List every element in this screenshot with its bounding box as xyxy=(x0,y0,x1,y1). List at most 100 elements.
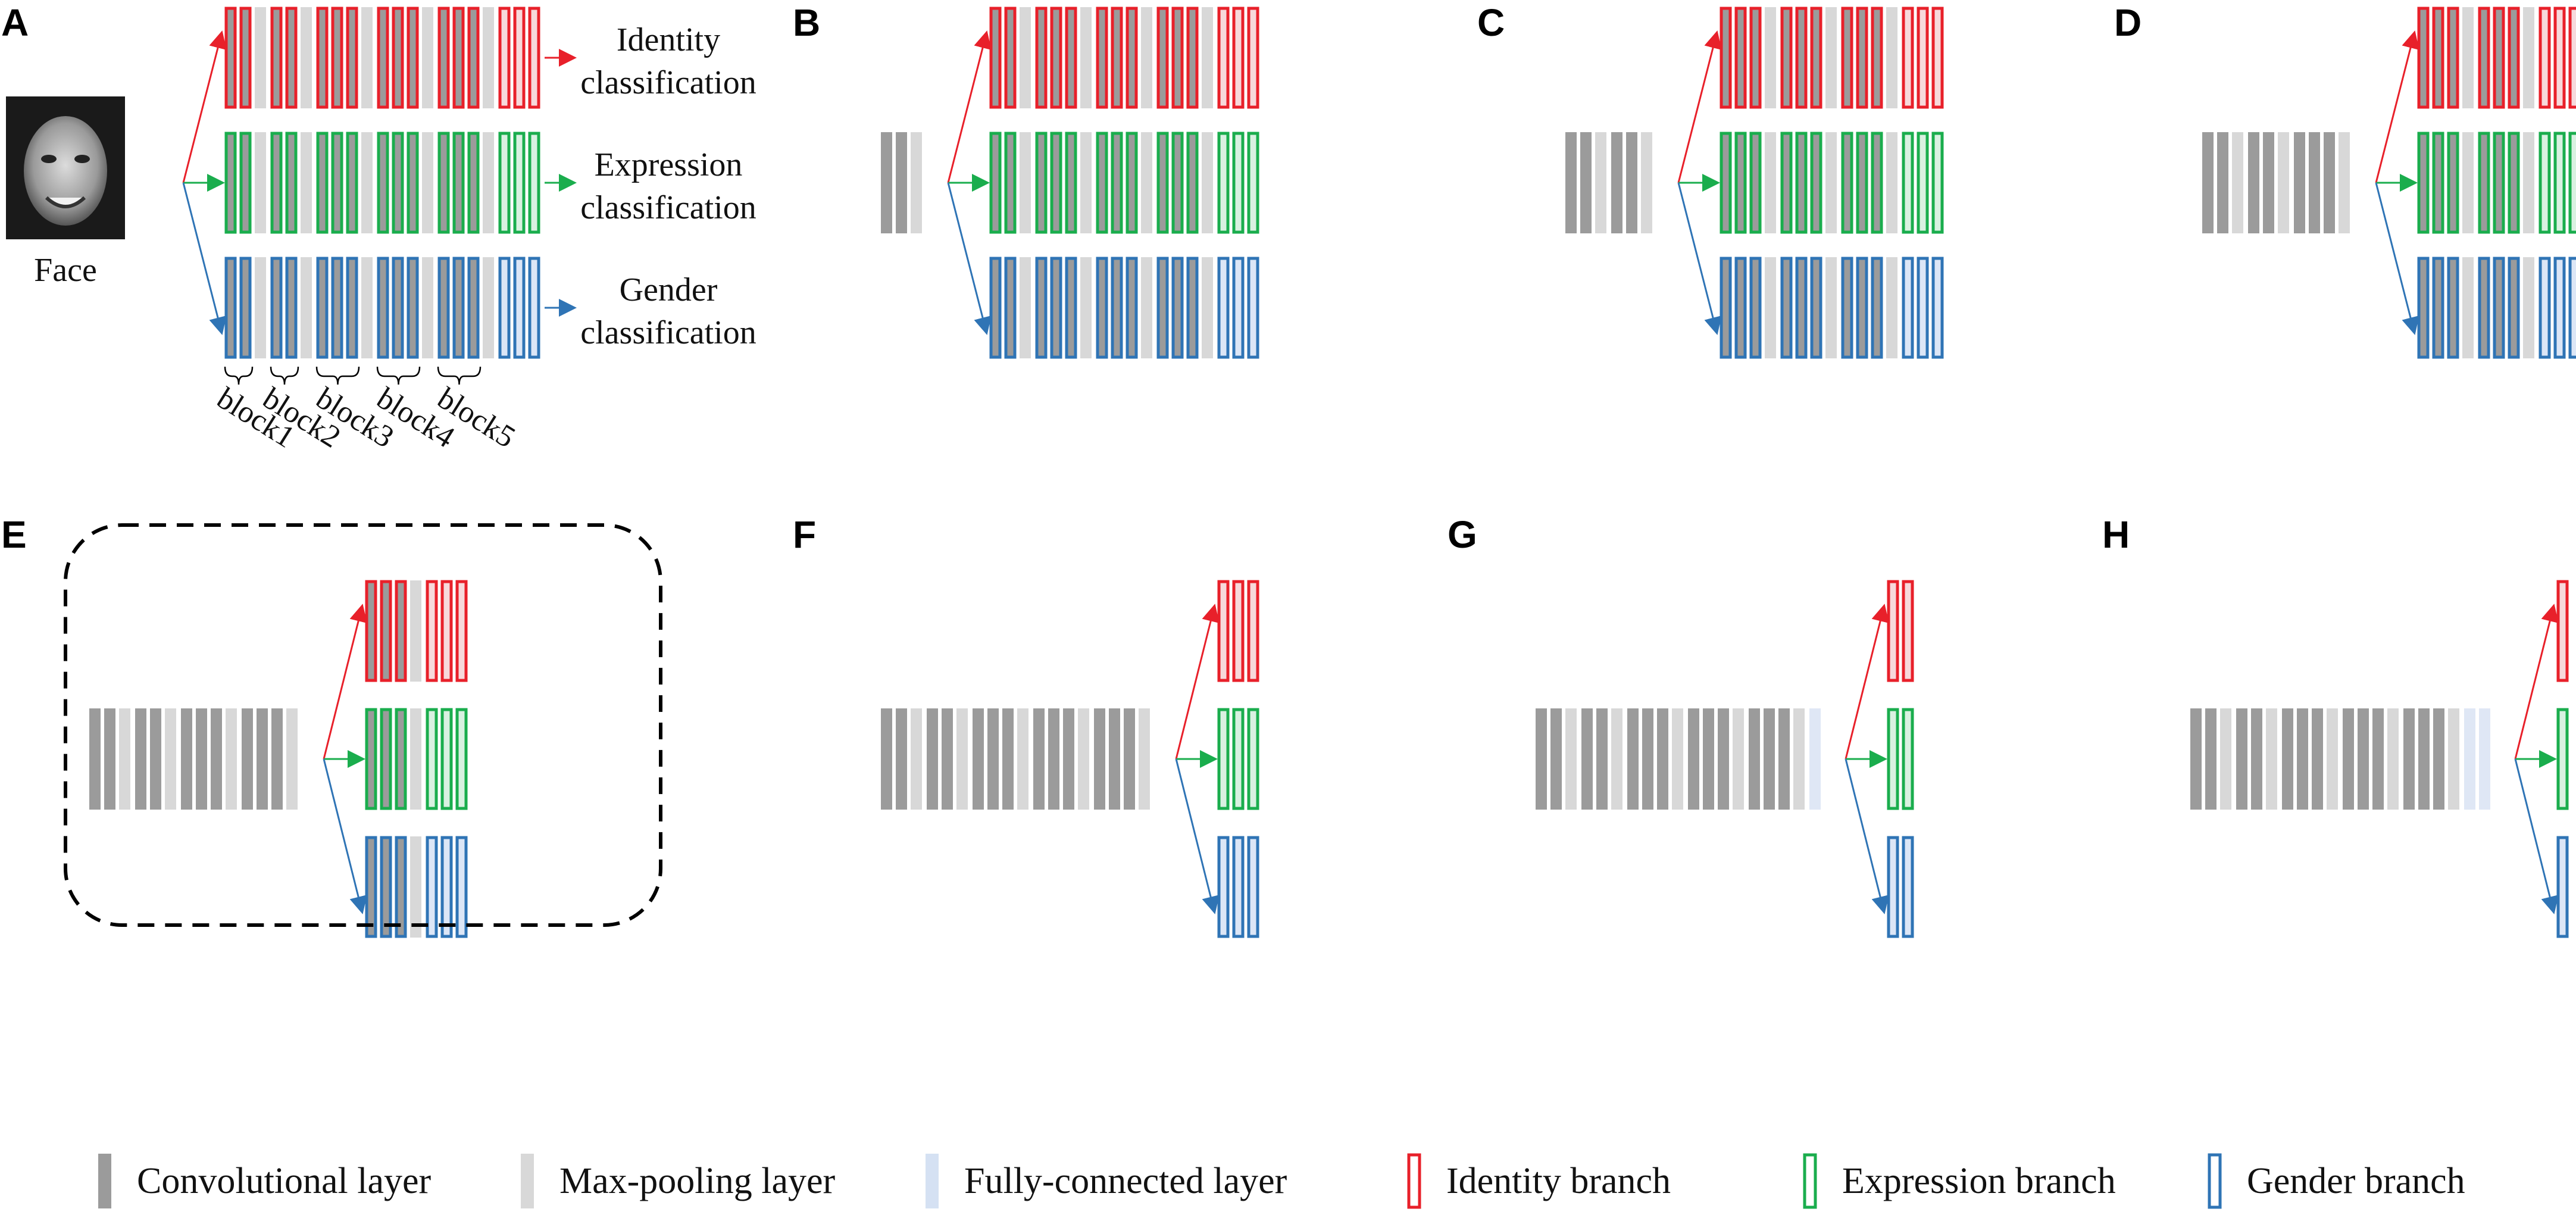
shared-conv-layer xyxy=(1565,132,1577,233)
expression-conv-layer xyxy=(452,132,465,234)
legend-swatch xyxy=(1407,1153,1421,1209)
gender-fc-layer xyxy=(1217,836,1230,938)
gender-conv-layer xyxy=(270,257,283,359)
expression-conv-layer xyxy=(1810,132,1822,234)
expression-conv-layer xyxy=(224,132,237,234)
shared-conv-layer xyxy=(1642,708,1653,810)
identity-branch-arrow xyxy=(2514,604,2559,760)
shared-pool-layer xyxy=(1641,132,1652,233)
expression-conv-layer xyxy=(989,132,1002,234)
identity-pool-layer xyxy=(1141,7,1152,108)
expression-fc-layer xyxy=(426,708,438,810)
identity-conv-layer xyxy=(316,7,329,109)
gender-conv-layer xyxy=(1841,257,1853,359)
block-brace xyxy=(437,366,482,385)
identity-conv-layer xyxy=(285,7,298,109)
shared-conv-layer xyxy=(1002,708,1014,810)
expression-conv-layer xyxy=(1065,132,1077,234)
identity-conv-layer xyxy=(2432,7,2444,109)
shared-conv-layer xyxy=(2372,708,2384,810)
expression-conv-layer xyxy=(1035,132,1048,234)
panel-h: H xyxy=(2102,513,2569,938)
expression-fc-layer xyxy=(513,132,526,234)
expression-fc-layer xyxy=(440,708,453,810)
expression-conv-layer xyxy=(1856,132,1868,234)
identity-conv-layer xyxy=(1126,7,1138,109)
identity-conv-layer xyxy=(1734,7,1747,109)
gender-fc-layer xyxy=(1887,836,1899,938)
identity-conv-layer xyxy=(1050,7,1062,109)
gender-branch-arrow xyxy=(1175,758,1220,914)
panel-c: C xyxy=(1477,1,1944,359)
shared-pool-layer xyxy=(2339,132,2350,233)
identity-branch-arrow xyxy=(323,604,367,760)
expression-fcout-layer xyxy=(1931,132,1944,234)
identity-fc-layer xyxy=(498,7,511,109)
expression-pool-layer xyxy=(361,132,373,233)
expression-pool-layer xyxy=(301,132,312,233)
identity-conv-layer xyxy=(1780,7,1793,109)
expression-pool-layer xyxy=(422,132,433,233)
gender-conv-layer xyxy=(1720,257,1732,359)
identity-conv-layer xyxy=(2447,7,2459,109)
identity-fc-layer xyxy=(1217,580,1230,682)
legend-label: Max-pooling layer xyxy=(559,1161,836,1201)
expression-conv-layer xyxy=(2493,132,2505,234)
shared-fc-layer xyxy=(1809,708,1821,810)
shared-fc-layer xyxy=(2479,708,2490,810)
identity-fc-layer xyxy=(1887,580,1899,682)
shared-pool-layer xyxy=(1078,708,1089,810)
expression-conv-layer xyxy=(392,132,404,234)
identity-fc-layer xyxy=(1217,7,1230,109)
shared-pool-layer xyxy=(1139,708,1150,810)
face-image xyxy=(6,96,125,239)
identity-conv-layer xyxy=(2478,7,2490,109)
expression-fcout-layer xyxy=(1247,132,1259,234)
shared-conv-layer xyxy=(881,132,892,233)
shared-conv-layer xyxy=(1596,708,1608,810)
highlight-frame xyxy=(64,523,662,927)
identity-pool-layer xyxy=(2523,7,2534,108)
legend-label: Fully-connected layer xyxy=(964,1161,1287,1201)
expression-pool-layer xyxy=(1825,132,1837,233)
identity-conv-layer xyxy=(1156,7,1169,109)
shared-pool-layer xyxy=(1611,708,1622,810)
shared-pool-layer xyxy=(1733,708,1744,810)
gender-fcout-layer xyxy=(455,836,468,938)
shared-pool-layer xyxy=(1595,132,1606,233)
gender-conv-layer xyxy=(2508,257,2520,359)
gender-fc-layer xyxy=(1232,257,1245,359)
expression-fc-layer xyxy=(1887,708,1899,810)
panel-label: C xyxy=(1477,1,1505,44)
identity-conv-layer xyxy=(239,7,252,109)
legend-label: Identity branch xyxy=(1446,1161,1671,1201)
gender-conv-layer xyxy=(380,836,392,938)
block-brace xyxy=(376,366,421,385)
expression-fcout-layer xyxy=(1247,708,1259,810)
identity-conv-layer xyxy=(331,7,343,109)
gender-pool-layer xyxy=(1141,257,1152,358)
shared-conv-layer xyxy=(211,708,222,810)
gender-conv-layer xyxy=(407,257,419,359)
gender-branch-arrow xyxy=(1845,758,1889,914)
expression-fcout-layer xyxy=(2568,132,2576,234)
gender-conv-layer xyxy=(1111,257,1123,359)
shared-conv-layer xyxy=(257,708,268,810)
expression-output-label: Expression xyxy=(595,146,743,183)
gender-conv-layer xyxy=(1749,257,1762,359)
identity-fcout-layer xyxy=(1247,7,1259,109)
expression-fcout-layer xyxy=(1902,708,1914,810)
shared-conv-layer xyxy=(1688,708,1699,810)
gender-conv-layer xyxy=(1065,257,1077,359)
panel-label: E xyxy=(1,513,27,556)
identity-fcout-layer xyxy=(2568,7,2576,109)
shared-conv-layer xyxy=(1778,708,1790,810)
identity-pool-layer xyxy=(1886,7,1897,108)
expression-conv-layer xyxy=(467,132,480,234)
shared-conv-layer xyxy=(2418,708,2430,810)
gender-conv-layer xyxy=(2493,257,2505,359)
expression-conv-layer xyxy=(1186,132,1199,234)
gender-conv-layer xyxy=(239,257,252,359)
shared-conv-layer xyxy=(1063,708,1074,810)
